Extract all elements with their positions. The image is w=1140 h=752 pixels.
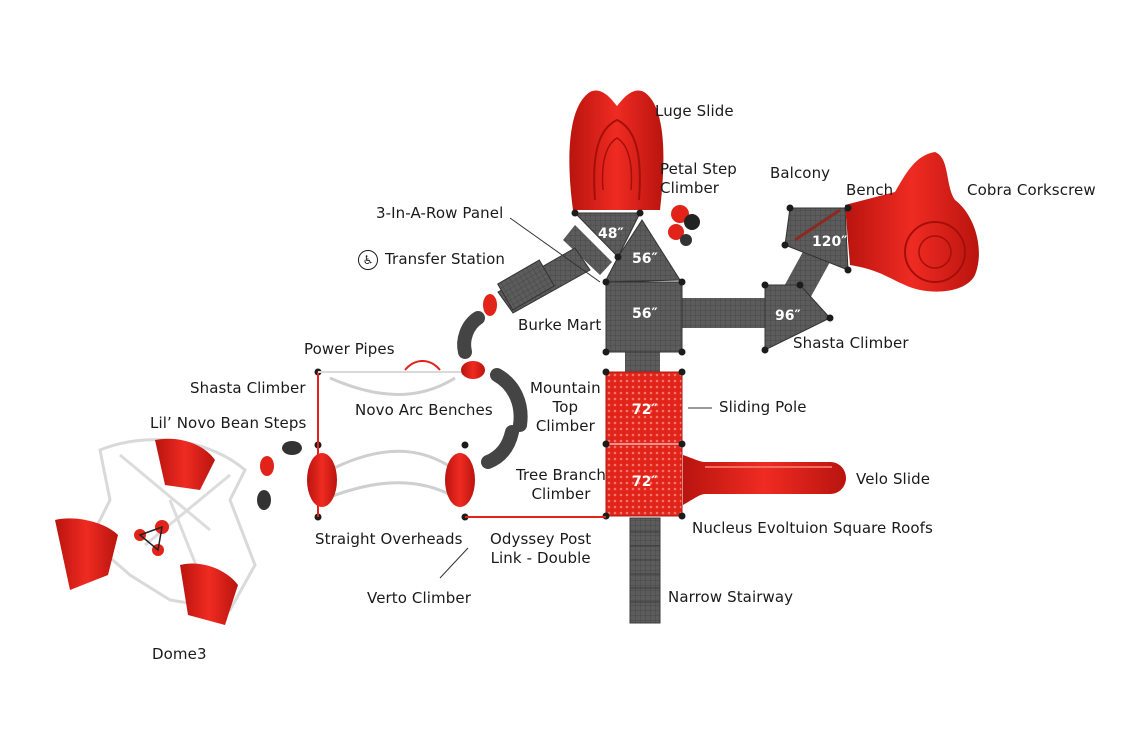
deck-height-56-tri: 56″ bbox=[632, 251, 658, 267]
walkways bbox=[497, 225, 830, 624]
decks bbox=[573, 207, 849, 517]
label-3-in-a-row-panel: 3-In-A-Row Panel bbox=[376, 204, 504, 222]
label-tree-branch-climber: Tree Branch Climber bbox=[516, 466, 607, 503]
label-straight-overheads: Straight Overheads bbox=[315, 530, 463, 548]
label-shasta-climber-right: Shasta Climber bbox=[793, 334, 909, 352]
label-cobra-corkscrew: Cobra Corkscrew bbox=[967, 181, 1096, 199]
label-transfer-station: Transfer Station bbox=[385, 250, 506, 268]
luge-slide bbox=[569, 90, 664, 210]
label-luge-slide: Luge Slide bbox=[655, 102, 734, 120]
deck-heights: 48″ 56″ 56″ 120″ 96″ 72″ 72″ bbox=[598, 226, 847, 490]
label-dome3: Dome3 bbox=[152, 645, 207, 663]
label-nucleus-roofs: Nucleus Evoltuion Square Roofs bbox=[692, 519, 933, 537]
novo-arc-benches bbox=[457, 294, 528, 469]
deck-height-72-top: 72″ bbox=[632, 402, 658, 418]
dome3 bbox=[55, 438, 257, 625]
deck-height-56-square: 56″ bbox=[632, 306, 658, 322]
label-shasta-climber-left: Shasta Climber bbox=[190, 379, 306, 397]
velo-slide bbox=[683, 455, 846, 505]
deck-height-48: 48″ bbox=[598, 226, 624, 242]
label-power-pipes: Power Pipes bbox=[304, 340, 395, 358]
transfer-station bbox=[497, 259, 555, 311]
label-bench: Bench bbox=[846, 181, 894, 199]
overheads-section bbox=[307, 360, 606, 518]
deck-height-96: 96″ bbox=[775, 308, 801, 324]
petal-step-climber bbox=[668, 205, 700, 246]
label-mountain-top-climber: Mountain Top Climber bbox=[530, 379, 601, 435]
label-balcony: Balcony bbox=[770, 164, 831, 182]
label-narrow-stairway: Narrow Stairway bbox=[668, 588, 794, 606]
label-verto-climber: Verto Climber bbox=[367, 589, 471, 607]
label-novo-arc-benches: Novo Arc Benches bbox=[355, 401, 493, 419]
lil-novo-bean-steps bbox=[257, 441, 302, 510]
label-sliding-pole: Sliding Pole bbox=[719, 398, 807, 416]
label-lil-novo-bean-steps: Lil’ Novo Bean Steps bbox=[150, 414, 307, 432]
label-petal-step-climber: Petal Step Climber bbox=[660, 160, 737, 197]
label-burke-mart: Burke Mart bbox=[518, 316, 602, 334]
label-velo-slide: Velo Slide bbox=[856, 470, 931, 488]
deck-height-120: 120″ bbox=[812, 234, 847, 250]
cobra-corkscrew-slide bbox=[845, 152, 979, 292]
leader-lines bbox=[439, 217, 712, 579]
accessibility-icon: ♿ bbox=[358, 250, 378, 270]
label-odyssey-post-link: Odyssey Post Link - Double bbox=[490, 530, 592, 567]
deck-height-72-bottom: 72″ bbox=[632, 474, 658, 490]
